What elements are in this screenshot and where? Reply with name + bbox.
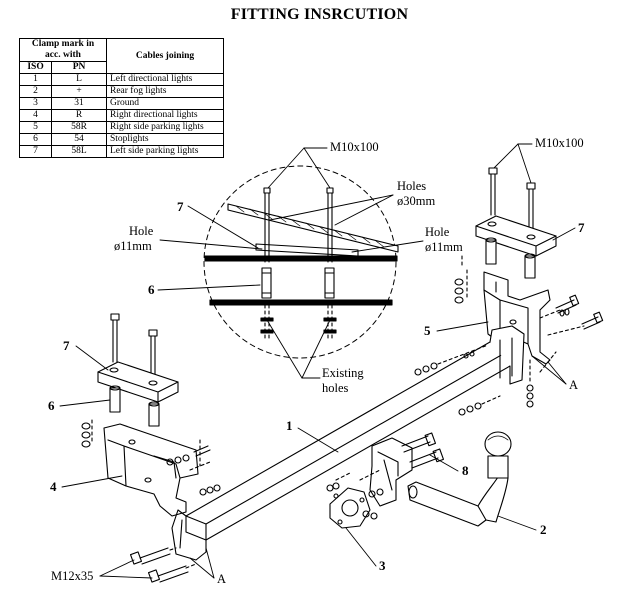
header-clamp-mark: Clamp mark in acc. with bbox=[19, 38, 107, 62]
table-subheader-row: ISO PN bbox=[18, 61, 224, 74]
table-header-row: Clamp mark in acc. with Cables joining bbox=[19, 38, 224, 74]
callout-7-detail: 7 bbox=[177, 199, 184, 214]
right-bolt-1 bbox=[488, 167, 498, 216]
crossbar-right-fasteners bbox=[414, 344, 557, 416]
right-nuts-washers bbox=[454, 278, 464, 304]
m10-right-label: M10x100 bbox=[535, 136, 584, 150]
left-bracket-4: 4 bbox=[50, 423, 221, 517]
detail-chassis-band-bottom bbox=[209, 299, 393, 306]
m12-label: M12x35 bbox=[51, 569, 93, 583]
existing-holes-label-line1: Existing bbox=[322, 366, 364, 380]
callout-6-detail: 6 bbox=[148, 282, 155, 297]
detail-view bbox=[203, 165, 399, 359]
left-bolt-1 bbox=[110, 313, 120, 363]
bolts-8: 8 bbox=[401, 432, 469, 478]
left-nuts-washers bbox=[81, 419, 93, 448]
detail-hatched-plate bbox=[227, 203, 399, 253]
hole-left-label-line2: ø11mm bbox=[114, 239, 152, 253]
callout-2: 2 bbox=[540, 522, 547, 537]
main-crossbar-1: 1 bbox=[171, 325, 525, 561]
detail-circle bbox=[203, 165, 397, 359]
detail-bolt-right bbox=[323, 187, 337, 341]
m10-center-label: M10x100 bbox=[330, 140, 379, 154]
cables-joining-table: Clamp mark in acc. with Cables joining I… bbox=[18, 38, 224, 158]
callout-7-left: 7 bbox=[63, 338, 70, 353]
right-side-bolts bbox=[539, 294, 604, 336]
left-bracket-nuts bbox=[166, 445, 221, 496]
callout-3: 3 bbox=[379, 558, 386, 573]
hole-right-label-line2: ø11mm bbox=[425, 240, 463, 254]
callout-7-right: 7 bbox=[578, 220, 585, 235]
left-bolt-2 bbox=[148, 329, 158, 379]
callout-5: 5 bbox=[424, 323, 431, 338]
existing-holes-label-line2: holes bbox=[322, 381, 349, 395]
detail-plate-7 bbox=[255, 243, 359, 257]
left-upper-hardware: 7 6 bbox=[48, 313, 179, 448]
detail-annotations: M10x100 Holes ø30mm Hole ø11mm Hole ø11m… bbox=[114, 140, 463, 395]
label-a-bottom: A bbox=[217, 572, 226, 586]
callout-1: 1 bbox=[286, 418, 293, 433]
holes-30-label-line2: ø30mm bbox=[397, 194, 435, 208]
callout-6-left: 6 bbox=[48, 398, 55, 413]
label-a-right: A bbox=[569, 378, 578, 392]
page-title: FITTING INSRCUTION bbox=[230, 6, 409, 23]
detail-chassis-band-top bbox=[204, 255, 398, 262]
holes-30-label-line1: Holes bbox=[397, 179, 426, 193]
callout-4: 4 bbox=[50, 479, 57, 494]
right-spacers bbox=[485, 237, 536, 279]
hole-right-label-line1: Hole bbox=[425, 225, 450, 239]
hole-left-label-line1: Hole bbox=[129, 224, 154, 238]
detail-bolt-left bbox=[260, 187, 274, 341]
right-bolt-2 bbox=[526, 182, 536, 231]
m12-bolts: M12x35 bbox=[51, 547, 197, 583]
right-upper-hardware: M10x100 7 bbox=[454, 136, 585, 304]
callout-8: 8 bbox=[462, 463, 469, 478]
right-bracket-5: 5 bbox=[424, 271, 551, 365]
tow-ball-2: 2 bbox=[407, 431, 547, 537]
header-cables-joining: Cables joining bbox=[106, 38, 224, 74]
socket-plate-3: 3 bbox=[326, 469, 386, 573]
